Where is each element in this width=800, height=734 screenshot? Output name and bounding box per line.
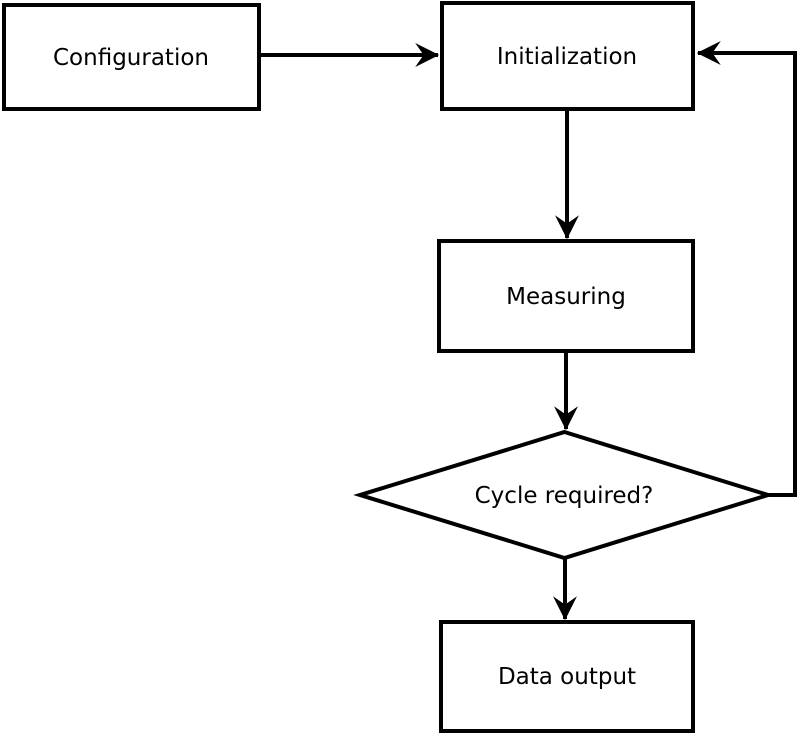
initialization-label: Initialization <box>497 44 637 70</box>
configuration-label: Configuration <box>53 45 209 71</box>
data-output-label: Data output <box>498 664 636 690</box>
measuring-box <box>437 239 695 353</box>
cycle-required-label: Cycle required? <box>475 483 654 509</box>
node-measuring: Measuring <box>437 239 695 353</box>
data-output-box <box>439 620 695 733</box>
edge-cycle-required-to-initialization-loop <box>696 41 797 497</box>
node-cycle-required: Cycle required? <box>353 429 775 561</box>
node-configuration: Configuration <box>2 3 261 111</box>
measuring-label: Measuring <box>506 284 626 310</box>
node-data-output: Data output <box>439 620 695 733</box>
initialization-box <box>440 1 695 111</box>
node-initialization: Initialization <box>440 1 695 111</box>
cycle-required-diamond <box>353 429 775 561</box>
configuration-box <box>2 3 261 111</box>
